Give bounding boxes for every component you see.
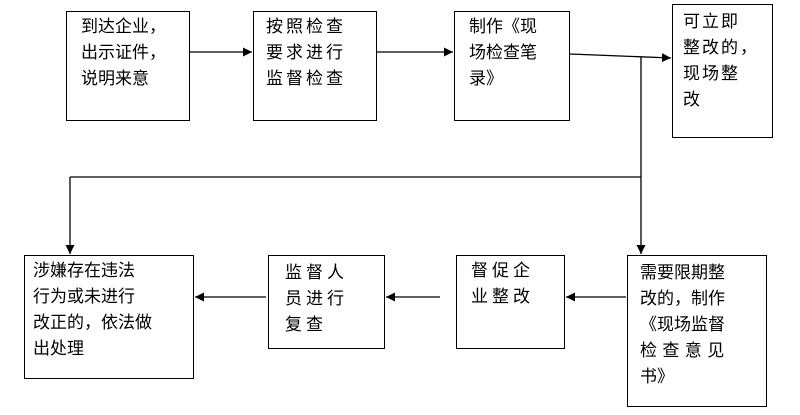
step-inspect-box: 按照检查 要求进行 监督检查	[253, 11, 377, 121]
step-immediate-fix-box: 可立即 整改的， 现场整 改	[672, 4, 773, 138]
step-urge-box: 督促企 业整改	[456, 255, 565, 349]
step-review-box: 监督人 员进行 复查	[268, 255, 385, 349]
step-arrive-box: 到达企业， 出示证件， 说明来意	[66, 11, 190, 121]
step-record-box: 制作《现 场检查笔 录》	[454, 11, 570, 121]
step-penalty-box: 涉嫌存在违法 行为或未进行 改正的，依法做 出处理	[24, 255, 194, 379]
arrow-record-to-immediate	[569, 53, 672, 63]
step-deadline-fix-box: 需要限期整 改的，制作 《现场监督 检 查 意 见 书》	[627, 255, 767, 407]
